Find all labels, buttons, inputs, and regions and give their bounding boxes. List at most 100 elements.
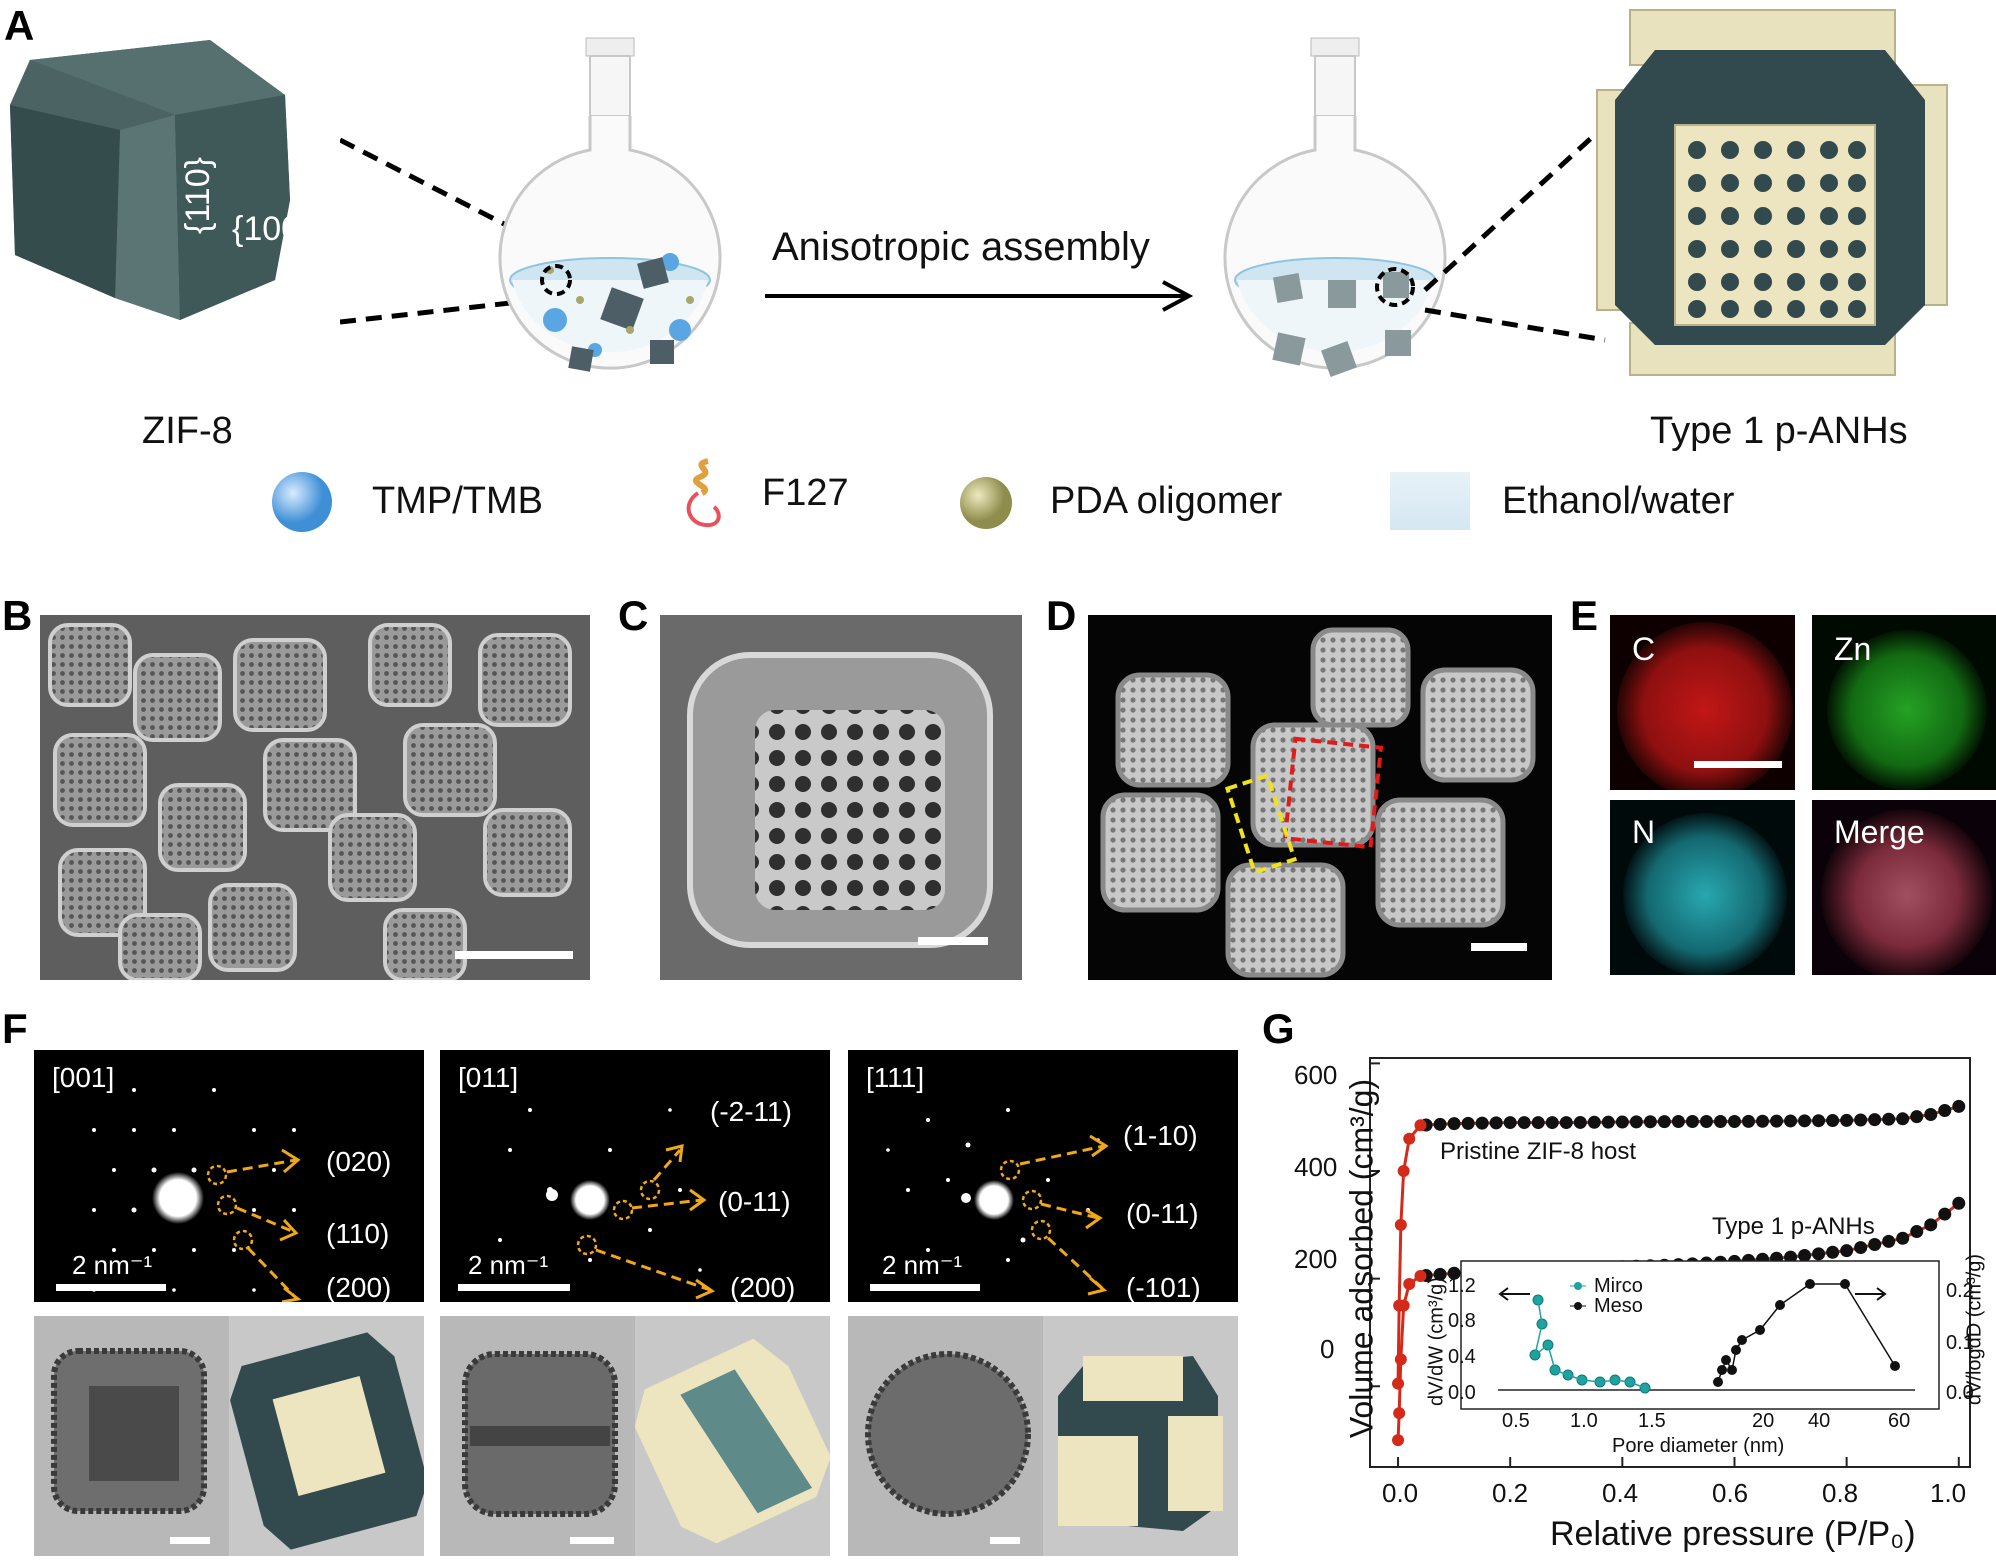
reaction-flask-before: [498, 37, 722, 372]
series-point-1: [1393, 1407, 1406, 1420]
saed-spot-0m11: (0-11): [718, 1186, 791, 1217]
inset-legend-meso: Meso: [1594, 1295, 1643, 1317]
y-tick-200: 200: [1294, 1244, 1338, 1274]
series-point-1: [1392, 1434, 1405, 1447]
series-point-0: [1882, 1112, 1896, 1126]
zoom-dashed-lines-right: [1423, 128, 1606, 343]
series-point-1: [1840, 1244, 1854, 1258]
series-point-0: [1475, 1116, 1489, 1130]
panel-f-label: F: [2, 1005, 28, 1052]
series-point-1: [1952, 1196, 1966, 1210]
series-point-1: [1910, 1225, 1924, 1239]
series-point-1: [1868, 1237, 1882, 1251]
series-point-1: [1854, 1241, 1868, 1255]
model-view-011: [635, 1316, 830, 1556]
reaction-flask-after: [1223, 37, 1447, 377]
legend-pda-oligomer: PDA oligomer: [1050, 480, 1283, 522]
saed-spot-200: (200): [326, 1272, 392, 1302]
x-tick-0.4: 0.4: [1602, 1478, 1639, 1508]
eds-map-zinc: Zn: [1812, 615, 1996, 790]
panel-b-label: B: [2, 592, 33, 639]
series-point-0: [1601, 1115, 1615, 1129]
series-point-1: [1397, 1299, 1410, 1312]
series-point-0: [1727, 1115, 1741, 1129]
series-point-1: [1394, 1353, 1407, 1366]
haadf-image-d: [1088, 615, 1552, 980]
series-point-0: [1573, 1115, 1587, 1129]
series-point-0: [1615, 1115, 1629, 1129]
surfactant-icon: [686, 458, 721, 528]
series-point-1: [1447, 1266, 1461, 1280]
series-point-0: [1826, 1114, 1840, 1128]
series-point-1: [1882, 1234, 1896, 1248]
series-point-1: [1812, 1247, 1826, 1261]
series-point-1: [1938, 1207, 1952, 1221]
inset-y-left-tick-1.2: 1.2: [1448, 1275, 1476, 1297]
x-tick-0.6: 0.6: [1712, 1478, 1749, 1508]
series-point-0: [1517, 1116, 1531, 1130]
assembly-arrow: [765, 280, 1194, 312]
zoom-dashed-lines-left: [340, 137, 557, 325]
saed-scale-011: 2 nm⁻¹: [468, 1250, 549, 1280]
eds-label-zn: Zn: [1834, 631, 1872, 667]
series-point-0: [1924, 1108, 1938, 1122]
inset-x-tick-0.5: 0.5: [1502, 1410, 1530, 1432]
saed-spot-m101: (-101): [1126, 1272, 1201, 1302]
panel-e-label: E: [1570, 592, 1599, 639]
saed-pattern-011: [011] (-2-11) (0-11) (200) 2 nm⁻¹: [440, 1050, 830, 1302]
pore-size-inset: [1460, 1260, 1940, 1410]
panel-c-label: C: [618, 592, 649, 639]
inset-y-right-tick-0.0: 0.0: [1946, 1382, 1974, 1404]
series-point-1: [1798, 1249, 1812, 1263]
eds-map-merge: Merge: [1812, 800, 1996, 975]
saed-zone-011: [011]: [458, 1062, 519, 1093]
series-point-0: [1403, 1132, 1416, 1145]
series-point-0: [1392, 1377, 1405, 1390]
isotherm-y-axis-title: Volume adsorbed (cm³/g): [1343, 1078, 1380, 1439]
model-view-001: [229, 1316, 424, 1556]
series-point-0: [1461, 1116, 1475, 1130]
saed-scale-001: 2 nm⁻¹: [72, 1250, 153, 1280]
saed-spot-1m10: (1-10): [1123, 1120, 1198, 1151]
series-point-0: [1414, 1119, 1427, 1132]
curve-label-zif8: Pristine ZIF-8 host: [1440, 1138, 1637, 1165]
model-view-111: [1043, 1316, 1238, 1556]
inset-y-left-title: dV/dW (cm³/g): [1425, 1277, 1448, 1406]
olive-sphere-icon: [960, 477, 1012, 529]
series-point-0: [1756, 1114, 1770, 1128]
saed-spot-020: (020): [326, 1146, 392, 1177]
panel-a-label: A: [4, 2, 35, 49]
x-tick-0.8: 0.8: [1822, 1478, 1859, 1508]
saed-scale-111: 2 nm⁻¹: [882, 1250, 963, 1280]
series-point-0: [1629, 1115, 1643, 1129]
inset-x-tick-40: 40: [1808, 1410, 1831, 1432]
inset-x-tick-20: 20: [1752, 1410, 1775, 1432]
saed-zone-001: [001]: [52, 1062, 115, 1093]
solvent-swatch-icon: [1390, 472, 1470, 530]
curve-label-panh: Type 1 p-ANHs: [1712, 1213, 1875, 1240]
type1-panh-illustration: [1596, 9, 1948, 376]
plot-frame: [1369, 1057, 1971, 1468]
series-point-1: [1924, 1218, 1938, 1232]
blue-sphere-icon: [272, 472, 332, 532]
series-point-0: [1770, 1114, 1784, 1128]
series-point-0: [1868, 1113, 1882, 1127]
saed-pattern-001: [001] (020) (110) (200) 2 nm⁻¹: [34, 1050, 424, 1302]
series-point-1: [1414, 1269, 1427, 1282]
series-point-0: [1643, 1115, 1657, 1129]
zif-facet-110-label: {110}: [178, 157, 217, 234]
series-point-0: [1742, 1114, 1756, 1128]
saed-spot-110: (110): [326, 1218, 390, 1249]
eds-map-carbon: C: [1610, 615, 1795, 790]
zif8-crystal-illustration: [10, 40, 290, 320]
y-tick-400: 400: [1294, 1152, 1338, 1182]
series-point-0: [1840, 1113, 1854, 1127]
legend-tmp-tmb: TMP/TMB: [372, 480, 543, 522]
series-point-0: [1587, 1115, 1601, 1129]
assembly-arrow-label: Anisotropic assembly: [772, 225, 1150, 269]
y-tick-600: 600: [1294, 1060, 1338, 1090]
series-point-0: [1671, 1115, 1685, 1129]
series-point-1: [1826, 1245, 1840, 1259]
inset-y-right-tick-0.2: 0.2: [1946, 1280, 1974, 1302]
x-tick-1.0: 1.0: [1930, 1478, 1967, 1508]
